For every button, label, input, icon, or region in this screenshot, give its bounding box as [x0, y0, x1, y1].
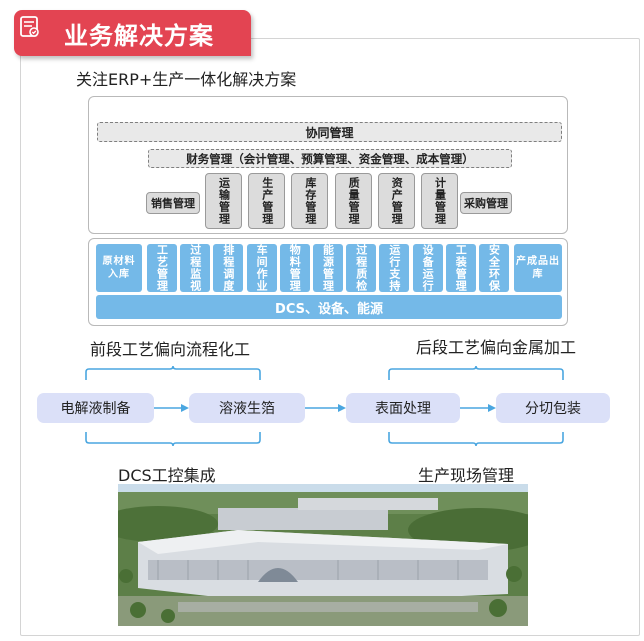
erp-module: 质量管理 — [334, 173, 372, 229]
dcs-integration-label: DCS工控集成 — [118, 466, 216, 485]
mes-function-cell: 能源管理 — [313, 244, 343, 292]
process-step-electrolyte: 电解液制备 — [37, 393, 154, 423]
mes-function-cell: 过程监视 — [180, 244, 211, 292]
sales-management: 销售管理 — [146, 192, 200, 214]
field-management-label: 生产现场管理 — [418, 466, 515, 485]
mes-function-cell: 工装管理 — [445, 244, 476, 292]
factory-aerial-photo — [118, 484, 528, 626]
section-header: 业务解决方案 — [14, 10, 251, 56]
arrowhead-2 — [338, 404, 346, 412]
raw-material-inbound: 原材料入库 — [96, 244, 142, 292]
bottom-right-bracket — [388, 432, 564, 447]
back-process-label: 后段工艺偏向金属加工 — [416, 338, 577, 357]
page-title: 业务解决方案 — [64, 21, 214, 50]
mes-function-cell: 设备运行 — [412, 244, 443, 292]
erp-module: 生产管理 — [248, 173, 286, 229]
erp-module: 计量管理 — [421, 173, 458, 229]
mes-function-cell: 安全环保 — [479, 244, 509, 292]
top-right-bracket — [388, 365, 564, 380]
mes-function-cell: 车间作业 — [246, 244, 277, 292]
top-left-bracket — [85, 365, 261, 380]
erp-module: 库存管理 — [291, 173, 329, 229]
finance-management: 财务管理（会计管理、预算管理、资金管理、成本管理） — [148, 149, 512, 168]
mes-function-cell: 工艺管理 — [147, 244, 177, 292]
process-step-foil-generation: 溶液生箔 — [189, 393, 305, 423]
process-step-surface-treatment: 表面处理 — [346, 393, 460, 423]
bottom-left-bracket — [85, 432, 261, 447]
mes-function-cell: 物料管理 — [279, 244, 310, 292]
finished-product-outbound: 产成品出库 — [514, 244, 562, 292]
document-check-icon — [20, 16, 39, 37]
subtitle: 关注ERP+生产一体化解决方案 — [76, 70, 297, 89]
collab-management: 协同管理 — [97, 122, 562, 142]
process-step-slitting-packing: 分切包装 — [496, 393, 610, 423]
mes-function-cell: 运行支持 — [379, 244, 410, 292]
dcs-equipment-energy: DCS、设备、能源 — [96, 295, 562, 319]
mes-function-cell: 过程质检 — [346, 244, 377, 292]
mes-function-cell: 排程调度 — [213, 244, 244, 292]
purchase-management: 采购管理 — [460, 192, 512, 214]
arrowhead-3 — [488, 404, 496, 412]
front-process-label: 前段工艺偏向流程化工 — [90, 340, 251, 359]
erp-module: 运输管理 — [205, 173, 242, 229]
arrowhead-1 — [181, 404, 189, 412]
erp-module: 资产管理 — [377, 173, 415, 229]
